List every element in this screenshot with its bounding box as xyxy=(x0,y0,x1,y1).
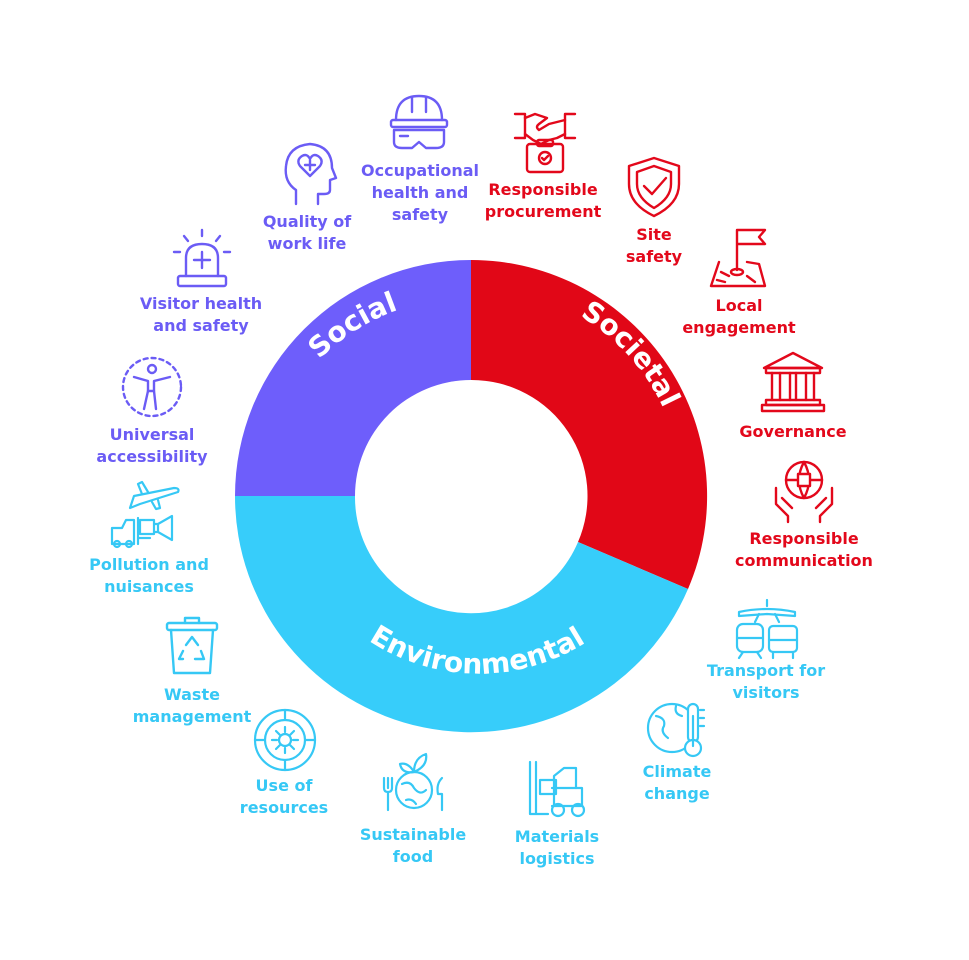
globe-thermometer-icon xyxy=(646,700,708,760)
plane-forklift-megaphone-icon xyxy=(108,478,182,549)
shield-check-icon xyxy=(625,156,683,218)
hands-globe-icon xyxy=(772,458,836,524)
head-heart-icon xyxy=(280,140,338,206)
forklift-icon xyxy=(526,758,590,820)
globe-cutlery-icon xyxy=(380,748,448,814)
recycle-bin-icon xyxy=(165,615,219,677)
medical-siren-icon xyxy=(170,226,234,290)
hard-hat-goggles-icon xyxy=(388,90,450,154)
institution-building-icon xyxy=(760,350,826,414)
segment-social xyxy=(235,260,471,496)
resources-circle-icon xyxy=(252,707,318,773)
handshake-clipboard-icon xyxy=(513,108,577,174)
segment-societal xyxy=(471,260,708,589)
plane-train-bus-icon xyxy=(733,596,801,660)
flag-map-icon xyxy=(707,226,771,290)
segment-environmental xyxy=(234,496,689,733)
accessibility-person-icon xyxy=(120,355,184,419)
label-governance: Governance xyxy=(739,422,847,441)
